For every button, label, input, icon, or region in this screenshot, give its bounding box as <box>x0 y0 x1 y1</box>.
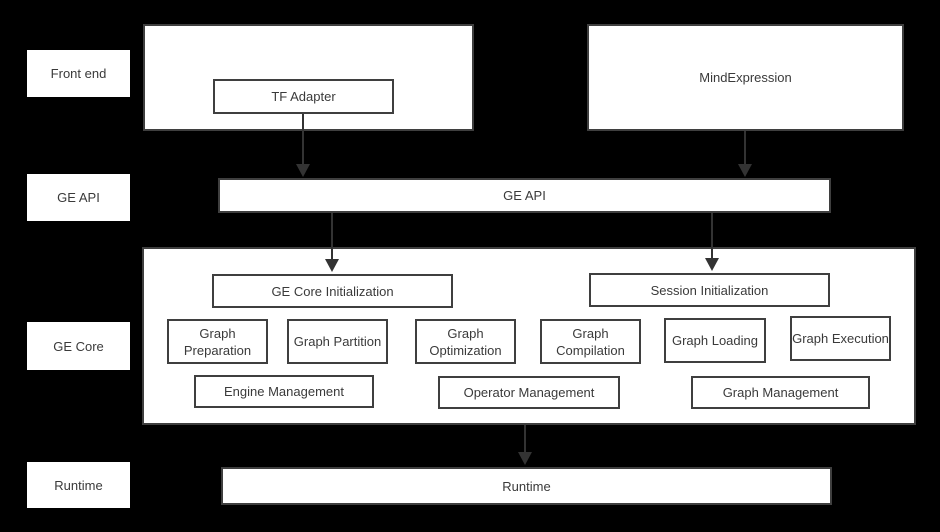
graph-compilation-box: Graph Compilation <box>540 319 641 364</box>
graph-execution-box: Graph Execution <box>790 316 891 361</box>
mindexpression-box: MindExpression <box>587 24 904 131</box>
tensorflow-box: Tensorflow <box>143 24 474 131</box>
graph-optimization-box: Graph Optimization <box>415 319 516 364</box>
arrowhead-icon <box>518 452 532 465</box>
engine-management-box: Engine Management <box>194 375 374 408</box>
tf-adapter-box: TF Adapter <box>213 79 394 114</box>
session-initialization-box: Session Initialization <box>589 273 830 307</box>
side-label-runtime: Runtime <box>27 462 130 508</box>
arrow-ge-api-to-ge-core-initialization <box>331 213 333 261</box>
arrow-tf-adapter-to-ge-api <box>302 114 304 166</box>
graph-management-box: Graph Management <box>691 376 870 409</box>
arrowhead-icon <box>705 258 719 271</box>
graph-loading-box: Graph Loading <box>664 318 766 363</box>
arrow-ge-core-to-runtime <box>524 425 526 454</box>
operator-management-box: Operator Management <box>438 376 620 409</box>
ge-api-bar: GE API <box>218 178 831 213</box>
arrowhead-icon <box>296 164 310 177</box>
ge-core-initialization-box: GE Core Initialization <box>212 274 453 308</box>
runtime-bar: Runtime <box>221 467 832 505</box>
graph-preparation-box: Graph Preparation <box>167 319 268 364</box>
side-label-ge-api: GE API <box>27 174 130 221</box>
arrowhead-icon <box>325 259 339 272</box>
arrow-mindexpression-to-ge-api <box>744 131 746 166</box>
arrowhead-icon <box>738 164 752 177</box>
side-label-front-end: Front end <box>27 50 130 97</box>
arrow-ge-api-to-session-initialization <box>711 213 713 260</box>
graph-partition-box: Graph Partition <box>287 319 388 364</box>
side-label-ge-core: GE Core <box>27 322 130 370</box>
